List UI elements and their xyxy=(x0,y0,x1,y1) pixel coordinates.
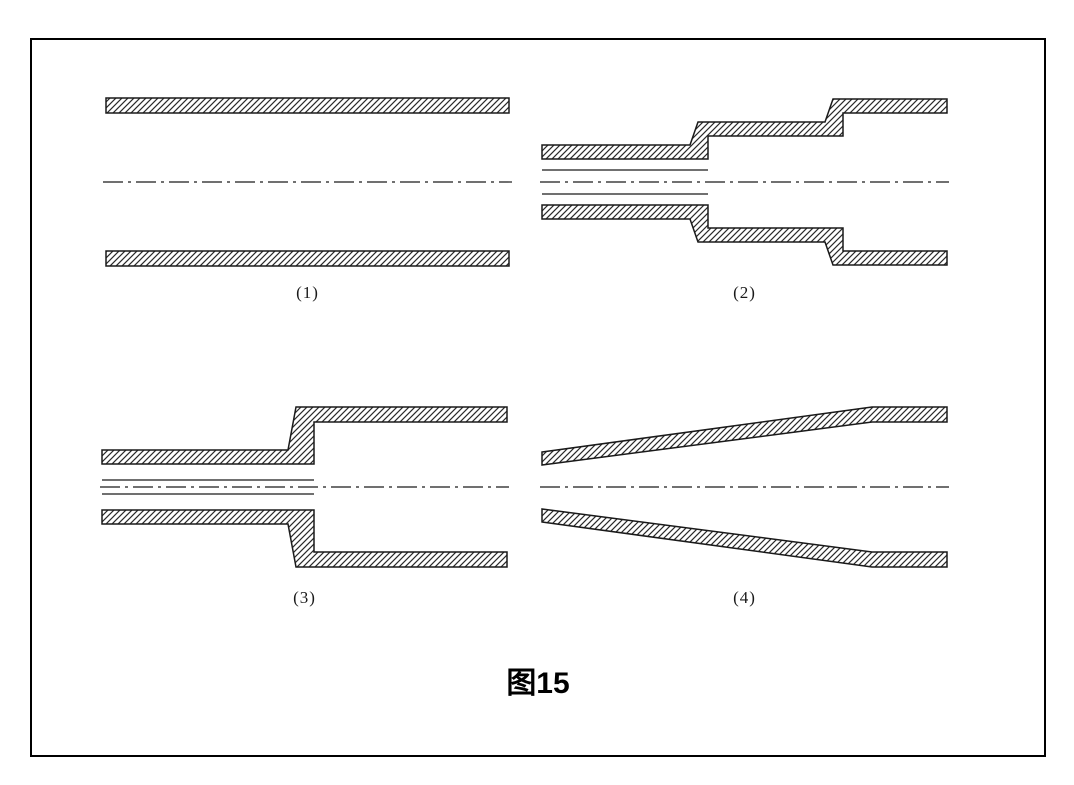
subfigure-label-3: (3) xyxy=(293,588,316,607)
tapered-pipe-drawing xyxy=(540,406,949,568)
subfigure-2: (2) xyxy=(540,97,949,303)
pipe-top-wall xyxy=(101,406,508,465)
straight-pipe-drawing xyxy=(103,97,512,267)
subfigure-label-4: (4) xyxy=(733,588,756,607)
subfigure-1: (1) xyxy=(103,97,512,303)
pipe-bottom-wall xyxy=(541,204,948,266)
figure-frame: (1) (2) xyxy=(30,38,1046,757)
pipe-bottom-wall xyxy=(541,508,948,568)
subfigure-label-2: (2) xyxy=(733,283,756,302)
subfigure-4: (4) xyxy=(540,402,949,608)
figure-caption: 图15 xyxy=(506,667,570,700)
pipe-top-wall xyxy=(541,98,948,160)
stepped-pipe-three-section-drawing xyxy=(540,98,949,266)
pipe-bottom-wall xyxy=(101,509,508,568)
subfigure-label-1: (1) xyxy=(296,283,319,302)
subfigure-3: (3) xyxy=(100,402,509,608)
pipe-top-wall xyxy=(105,97,510,114)
pipe-top-wall xyxy=(541,406,948,466)
stepped-pipe-two-section-drawing xyxy=(100,406,509,568)
pipe-bottom-wall xyxy=(105,250,510,267)
